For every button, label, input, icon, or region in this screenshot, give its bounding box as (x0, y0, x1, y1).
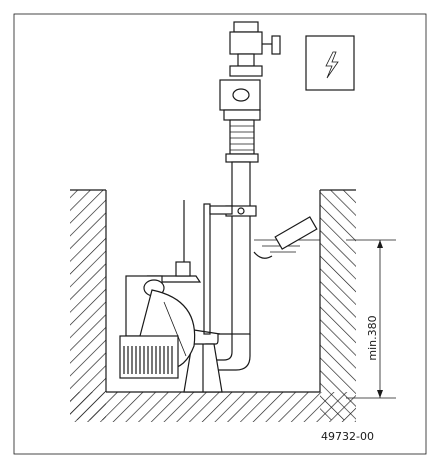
lightning-icon (325, 51, 339, 79)
drawing-frame (13, 13, 427, 455)
guide-rail (183, 200, 233, 335)
pump-stand (183, 343, 223, 393)
float-switch (253, 216, 320, 259)
pit-walls (70, 189, 356, 422)
electrical-box (305, 35, 355, 91)
submersible-pump (119, 261, 221, 379)
dimension-label: min.380 (366, 315, 379, 360)
part-number: 49732-00 (321, 430, 374, 443)
dimension-line (346, 239, 396, 399)
discharge-pipe (205, 21, 281, 371)
